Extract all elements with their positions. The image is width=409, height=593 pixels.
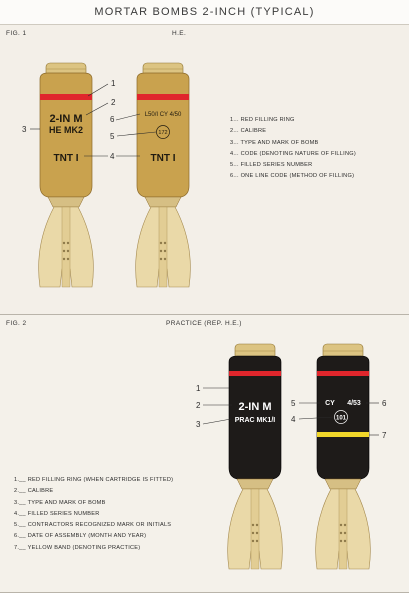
- vent-holes-p-right: [339, 523, 347, 543]
- tail-tube-left: [61, 206, 71, 288]
- callout-3-fig2: 3: [196, 420, 201, 429]
- callout-4-fig2: 4: [291, 415, 296, 424]
- yellow-band-p-right: [317, 432, 369, 437]
- vent-holes-p-left: [251, 523, 259, 543]
- tail-tube-p-right: [338, 488, 348, 570]
- legend-item: 3.__ TYPE AND MARK OF BOMB: [14, 499, 106, 506]
- callout-6-fig1: 6: [110, 115, 115, 124]
- leader-lines-fig2: [202, 387, 379, 436]
- red-filling-ring-left: [40, 94, 92, 100]
- callout-1-fig2: 1: [196, 384, 201, 393]
- mark-marking-p-left: PRAC MK1/I: [235, 417, 276, 424]
- series-circle-right: [156, 125, 170, 139]
- figure-2-drawing: 2-IN M PRAC MK1/I CY 4/53 101: [196, 343, 387, 570]
- filling-code-left: TNT I: [54, 153, 79, 164]
- callout-5-fig1: 5: [110, 132, 115, 141]
- legend-fig2: 1.__ RED FILLING RING (WHEN CARTRIDGE IS…: [14, 475, 173, 554]
- legend-item: 1... RED FILLING RING: [230, 117, 295, 123]
- figure-1-panel: FIG. 1 H.E. 2-IN M HE MK2 TNT I: [0, 25, 409, 315]
- legend-fig1: 1... RED FILLING RING 2... CALIBRE 3... …: [230, 115, 356, 183]
- series-number-p-right: 101: [336, 416, 347, 422]
- legend-item: 4... CODE (DENOTING NATURE OF FILLING): [230, 150, 356, 157]
- practice-bomb-right: [315, 343, 371, 570]
- red-filling-ring-p-right: [317, 371, 369, 376]
- tail-neck-p-left: [236, 478, 274, 490]
- figure-1-drawing: 2-IN M HE MK2 TNT I L50/I CY 4/50 172 TN…: [22, 62, 191, 288]
- red-filling-ring-right: [137, 94, 189, 100]
- legend-item: 5.__ CONTRACTORS RECOGNIZED MARK OR INIT…: [14, 522, 172, 529]
- tail-neck-left: [47, 196, 85, 208]
- he-bomb-left: [38, 62, 94, 288]
- body-p-right: [316, 355, 370, 480]
- callout-5-fig2: 5: [291, 399, 296, 408]
- callout-4-fig1: 4: [110, 152, 115, 161]
- figure-2-label: FIG. 2: [6, 320, 27, 327]
- body-left: [39, 72, 93, 198]
- vent-holes-right: [159, 241, 167, 261]
- contractor-mark-p-right: CY: [325, 400, 335, 407]
- calibre-marking-left: 2-IN M: [50, 113, 83, 125]
- legend-item: 6... ONE LINE CODE (METHOD OF FILLING): [230, 173, 355, 180]
- callout-7-fig2: 7: [382, 431, 387, 440]
- legend-item: 1.__ RED FILLING RING (WHEN CARTRIDGE IS…: [14, 477, 174, 483]
- date-mark-p-right: 4/53: [347, 400, 361, 407]
- callout-2-fig1: 2: [111, 98, 116, 107]
- legend-item: 2... CALIBRE: [230, 128, 267, 135]
- mark-marking-left: HE MK2: [49, 125, 83, 135]
- tail-neck-right: [144, 196, 182, 208]
- figure-2-panel: FIG. 2 PRACTICE (REP. H.E.) 2-IN M PRAC …: [0, 315, 409, 593]
- legend-item: 4.__ FILLED SERIES NUMBER: [14, 510, 100, 517]
- he-bomb-right: [135, 62, 191, 288]
- figure-1-heading: H.E.: [172, 30, 187, 37]
- calibre-marking-p-left: 2-IN M: [239, 401, 272, 413]
- legend-item: 6.__ DATE OF ASSEMBLY (MONTH AND YEAR): [14, 533, 147, 540]
- vent-holes-left: [62, 241, 70, 261]
- callout-3-fig1: 3: [22, 125, 27, 134]
- leader-lines-fig1: [30, 83, 157, 157]
- filling-code-right: TNT I: [151, 153, 176, 164]
- legend-item: 5... FILLED SERIES NUMBER: [230, 162, 313, 169]
- page-title: MORTAR BOMBS 2-INCH (TYPICAL): [0, 0, 409, 25]
- callout-1-fig1: 1: [111, 79, 116, 88]
- line-code-marking-right: L50/I CY 4/50: [145, 112, 182, 118]
- figure-2-heading: PRACTICE (REP. H.E.): [166, 320, 242, 327]
- tail-tube-right: [158, 206, 168, 288]
- tail-neck-p-right: [324, 478, 362, 490]
- legend-item: 7.__ YELLOW BAND (DENOTING PRACTICE): [14, 544, 141, 551]
- body-right: [136, 72, 190, 198]
- tail-tube-p-left: [250, 488, 260, 570]
- callout-2-fig2: 2: [196, 401, 201, 410]
- figure-1-label: FIG. 1: [6, 30, 27, 37]
- legend-item: 3... TYPE AND MARK OF BOMB: [230, 139, 319, 146]
- series-number-right: 172: [158, 130, 167, 136]
- red-filling-ring-p-left: [229, 371, 281, 376]
- callout-6-fig2: 6: [382, 399, 387, 408]
- legend-item: 2.__ CALIBRE: [14, 488, 54, 495]
- body-p-left: [228, 355, 282, 480]
- series-circle-p-right: [334, 410, 348, 424]
- practice-bomb-left: [227, 343, 283, 570]
